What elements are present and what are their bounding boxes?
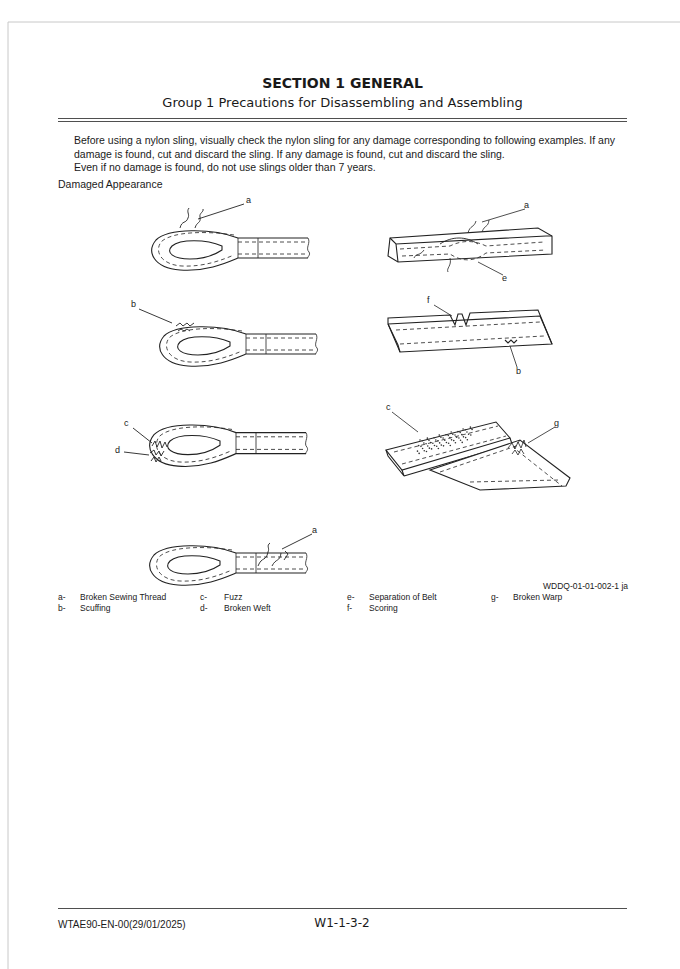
- callout-letter: f: [427, 295, 430, 305]
- title-rule: [58, 119, 627, 122]
- legend-key: g-: [491, 593, 499, 603]
- legend-text: Broken Weft: [224, 604, 271, 614]
- damage-marks: [124, 204, 312, 566]
- callout-letter: a: [524, 200, 529, 210]
- legend-text: Broken Sewing Thread: [80, 593, 166, 603]
- section-title: SECTION 1 GENERAL: [0, 75, 680, 91]
- legend-text: Fuzz: [224, 593, 242, 603]
- callout-letter: c: [386, 402, 391, 412]
- legend-text: Scuffing: [80, 604, 111, 614]
- legend-key: d-: [200, 604, 208, 614]
- callout-letter: b: [516, 366, 521, 376]
- legend-key: c-: [200, 593, 207, 603]
- callout-letter: d: [115, 445, 120, 455]
- legend-key: e-: [347, 593, 355, 603]
- fuzz-texture: [417, 426, 473, 454]
- callout-letter: a: [246, 195, 251, 205]
- legend-key: a-: [58, 593, 66, 603]
- footer-rule: [58, 908, 627, 909]
- belt-section: [386, 209, 570, 490]
- section-label: Damaged Appearance: [58, 178, 163, 190]
- callout-letter: b: [131, 299, 136, 309]
- callout-letter: e: [502, 273, 507, 283]
- document-code: WTAE90-EN-00(29/01/2025): [58, 919, 186, 931]
- group-title: Group 1 Precautions for Disassembling an…: [0, 96, 680, 111]
- figure-code: WDDQ-01-01-002-1 ja: [0, 582, 628, 592]
- callout-letter: g: [554, 418, 559, 428]
- instruction-text: Even if no damage is found, do not use s…: [74, 161, 376, 173]
- page-border: [8, 22, 680, 969]
- callout-letter: c: [124, 418, 129, 428]
- legend-text: Separation of Belt: [369, 593, 437, 603]
- eye-sling: [150, 231, 318, 586]
- callout-letter: a: [312, 525, 317, 535]
- legend-text: Broken Warp: [513, 593, 562, 603]
- legend-key: b-: [58, 604, 66, 614]
- page-number: W1-1-3-2: [0, 917, 680, 931]
- legend-text: Scoring: [369, 604, 398, 614]
- legend-key: f-: [347, 604, 352, 614]
- instruction-text: Before using a nylon sling, visually che…: [74, 133, 630, 161]
